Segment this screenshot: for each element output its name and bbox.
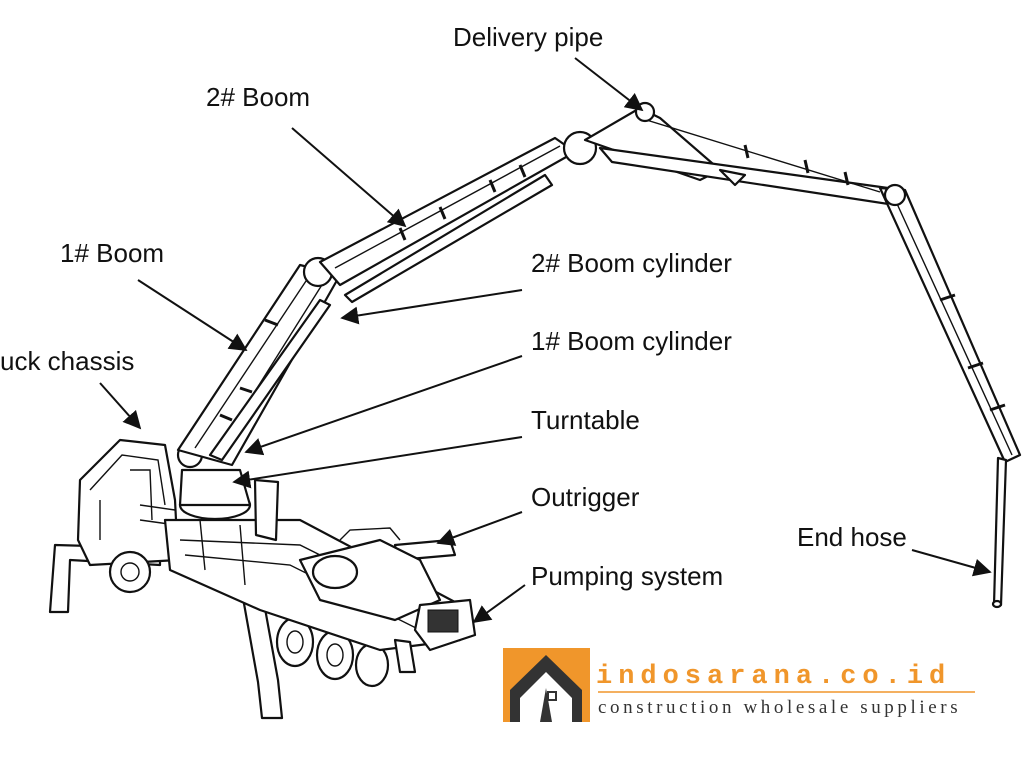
pump-truck-drawing <box>48 101 1022 720</box>
pumping-system-unit <box>298 527 477 674</box>
label-outrigger: Outrigger <box>531 482 640 512</box>
truck-cab <box>76 438 180 567</box>
label-boom-1-cylinder: 1# Boom cylinder <box>531 326 732 356</box>
leader-lines <box>99 57 992 624</box>
watermark: indosarana.co.id construction wholesale … <box>503 648 975 722</box>
boom-3 <box>583 101 897 207</box>
boom-1 <box>176 256 342 467</box>
label-pumping-system: Pumping system <box>531 561 723 591</box>
watermark-tagline: construction wholesale suppliers <box>598 697 961 718</box>
boom-4 <box>878 183 1022 609</box>
label-delivery-pipe: Delivery pipe <box>453 22 603 52</box>
label-boom-2: 2# Boom <box>206 82 310 112</box>
label-turntable: Turntable <box>531 405 640 435</box>
labels: Delivery pipe 2# Boom 1# Boom uck chassi… <box>0 22 907 591</box>
house-tool-logo-icon <box>503 648 590 722</box>
label-truck-chassis: uck chassis <box>0 346 134 376</box>
boom-2 <box>318 130 598 304</box>
label-boom-1: 1# Boom <box>60 238 164 268</box>
wheels <box>108 550 390 688</box>
label-end-hose: End hose <box>797 522 907 552</box>
watermark-name: indosarana.co.id <box>596 662 951 692</box>
label-boom-2-cylinder: 2# Boom cylinder <box>531 248 732 278</box>
